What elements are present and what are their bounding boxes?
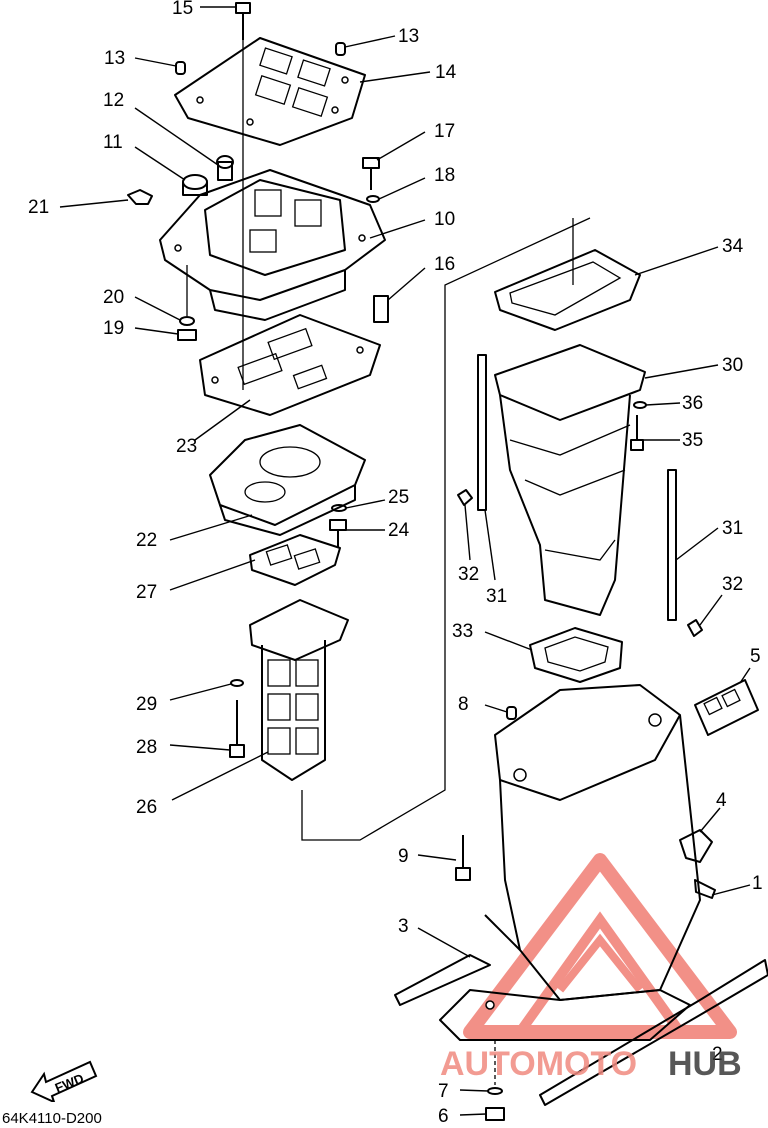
clip-32-left	[457, 489, 473, 506]
callout-20: 20	[103, 287, 124, 308]
diagram-code: 64K4110-D200	[2, 1110, 102, 1127]
callout-23: 23	[176, 436, 197, 457]
plug-11	[182, 174, 208, 196]
rubber-seal-31-right	[667, 469, 677, 621]
seal-33	[529, 627, 623, 683]
fitting-4	[679, 829, 713, 863]
callout-7: 7	[438, 1081, 449, 1102]
callout-17: 17	[434, 121, 455, 142]
callout-24: 24	[388, 520, 410, 541]
callout-31-left: 31	[486, 586, 507, 607]
callout-29: 29	[136, 694, 157, 715]
fwd-label: FWD	[53, 1071, 86, 1096]
callout-9: 9	[398, 846, 409, 867]
watermark-text-b: HUB	[668, 1045, 742, 1083]
bolt-35	[630, 415, 644, 451]
callout-27: 27	[136, 582, 157, 603]
washer-20	[179, 316, 195, 326]
callout-14: 14	[435, 62, 457, 83]
callout-22: 22	[136, 530, 157, 551]
callout-32-left: 32	[458, 564, 479, 585]
top-gasket-14	[174, 37, 366, 146]
bolt-6	[485, 1107, 505, 1121]
bolt-9	[455, 835, 471, 881]
bolt-17	[362, 157, 380, 190]
exhaust-pipe-26	[249, 599, 349, 781]
bracket-1-tab	[694, 879, 716, 899]
bolt-24	[329, 519, 347, 548]
gasket-27	[249, 534, 341, 586]
callout-10: 10	[434, 209, 455, 230]
callout-8: 8	[458, 694, 469, 715]
callout-21: 21	[28, 197, 49, 218]
washer-7	[487, 1087, 503, 1095]
dowel-pin-8	[506, 706, 517, 720]
gasket-34	[494, 249, 641, 331]
callout-12: 12	[103, 90, 124, 111]
callout-3: 3	[398, 916, 409, 937]
callout-labels: 15 13 13 14 12 11 21 17 18 10 16 20 19 2…	[28, 0, 763, 1127]
callout-31-right: 31	[722, 518, 743, 539]
callout-26: 26	[136, 797, 157, 818]
callout-18: 18	[434, 165, 455, 186]
callout-11: 11	[103, 132, 123, 153]
callout-30: 30	[722, 355, 743, 376]
bolt-16	[373, 295, 389, 323]
exhaust-guide-10	[159, 169, 386, 321]
dowel-pin-13-right	[335, 42, 346, 56]
fwd-arrow-icon: FWD	[30, 1060, 98, 1102]
bolt-28	[229, 700, 245, 758]
callout-4: 4	[716, 790, 727, 811]
callout-16: 16	[434, 254, 455, 275]
watermark-logo	[463, 853, 737, 1039]
callout-36: 36	[682, 393, 703, 414]
o-ring-36	[633, 401, 647, 409]
grommet-12	[216, 155, 234, 181]
rubber-seal-31-left	[477, 354, 487, 511]
callout-28: 28	[136, 737, 157, 758]
callout-5: 5	[750, 646, 761, 667]
callout-13-left: 13	[104, 48, 125, 69]
callout-19: 19	[103, 318, 124, 339]
fitting-21	[127, 189, 153, 205]
watermark-text-a: AUTOMOTO	[440, 1045, 637, 1083]
upper-casing-1	[439, 684, 701, 1041]
callout-32-right: 32	[722, 574, 743, 595]
washer-18	[366, 195, 380, 203]
callout-13-right: 13	[398, 26, 419, 47]
gasket-23	[199, 314, 381, 416]
oil-pan-30	[494, 344, 646, 616]
exhaust-manifold-22	[209, 424, 366, 536]
callout-2: 2	[712, 1044, 723, 1065]
rubber-strip-2	[539, 959, 768, 1106]
callout-35: 35	[682, 430, 703, 451]
damper-5	[694, 679, 759, 736]
clip-32-right	[687, 619, 703, 637]
rubber-strip-3	[394, 954, 491, 1006]
callout-15: 15	[172, 0, 193, 19]
nut-19	[177, 329, 197, 341]
callout-34: 34	[722, 236, 744, 257]
callout-33: 33	[452, 621, 473, 642]
callout-25: 25	[388, 487, 409, 508]
dowel-pin-13-left	[175, 61, 186, 75]
bolt-15	[235, 2, 251, 40]
callout-6: 6	[438, 1106, 449, 1127]
leader-lines	[59, 6, 751, 1116]
callout-1: 1	[752, 873, 763, 894]
washer-29	[230, 679, 244, 687]
